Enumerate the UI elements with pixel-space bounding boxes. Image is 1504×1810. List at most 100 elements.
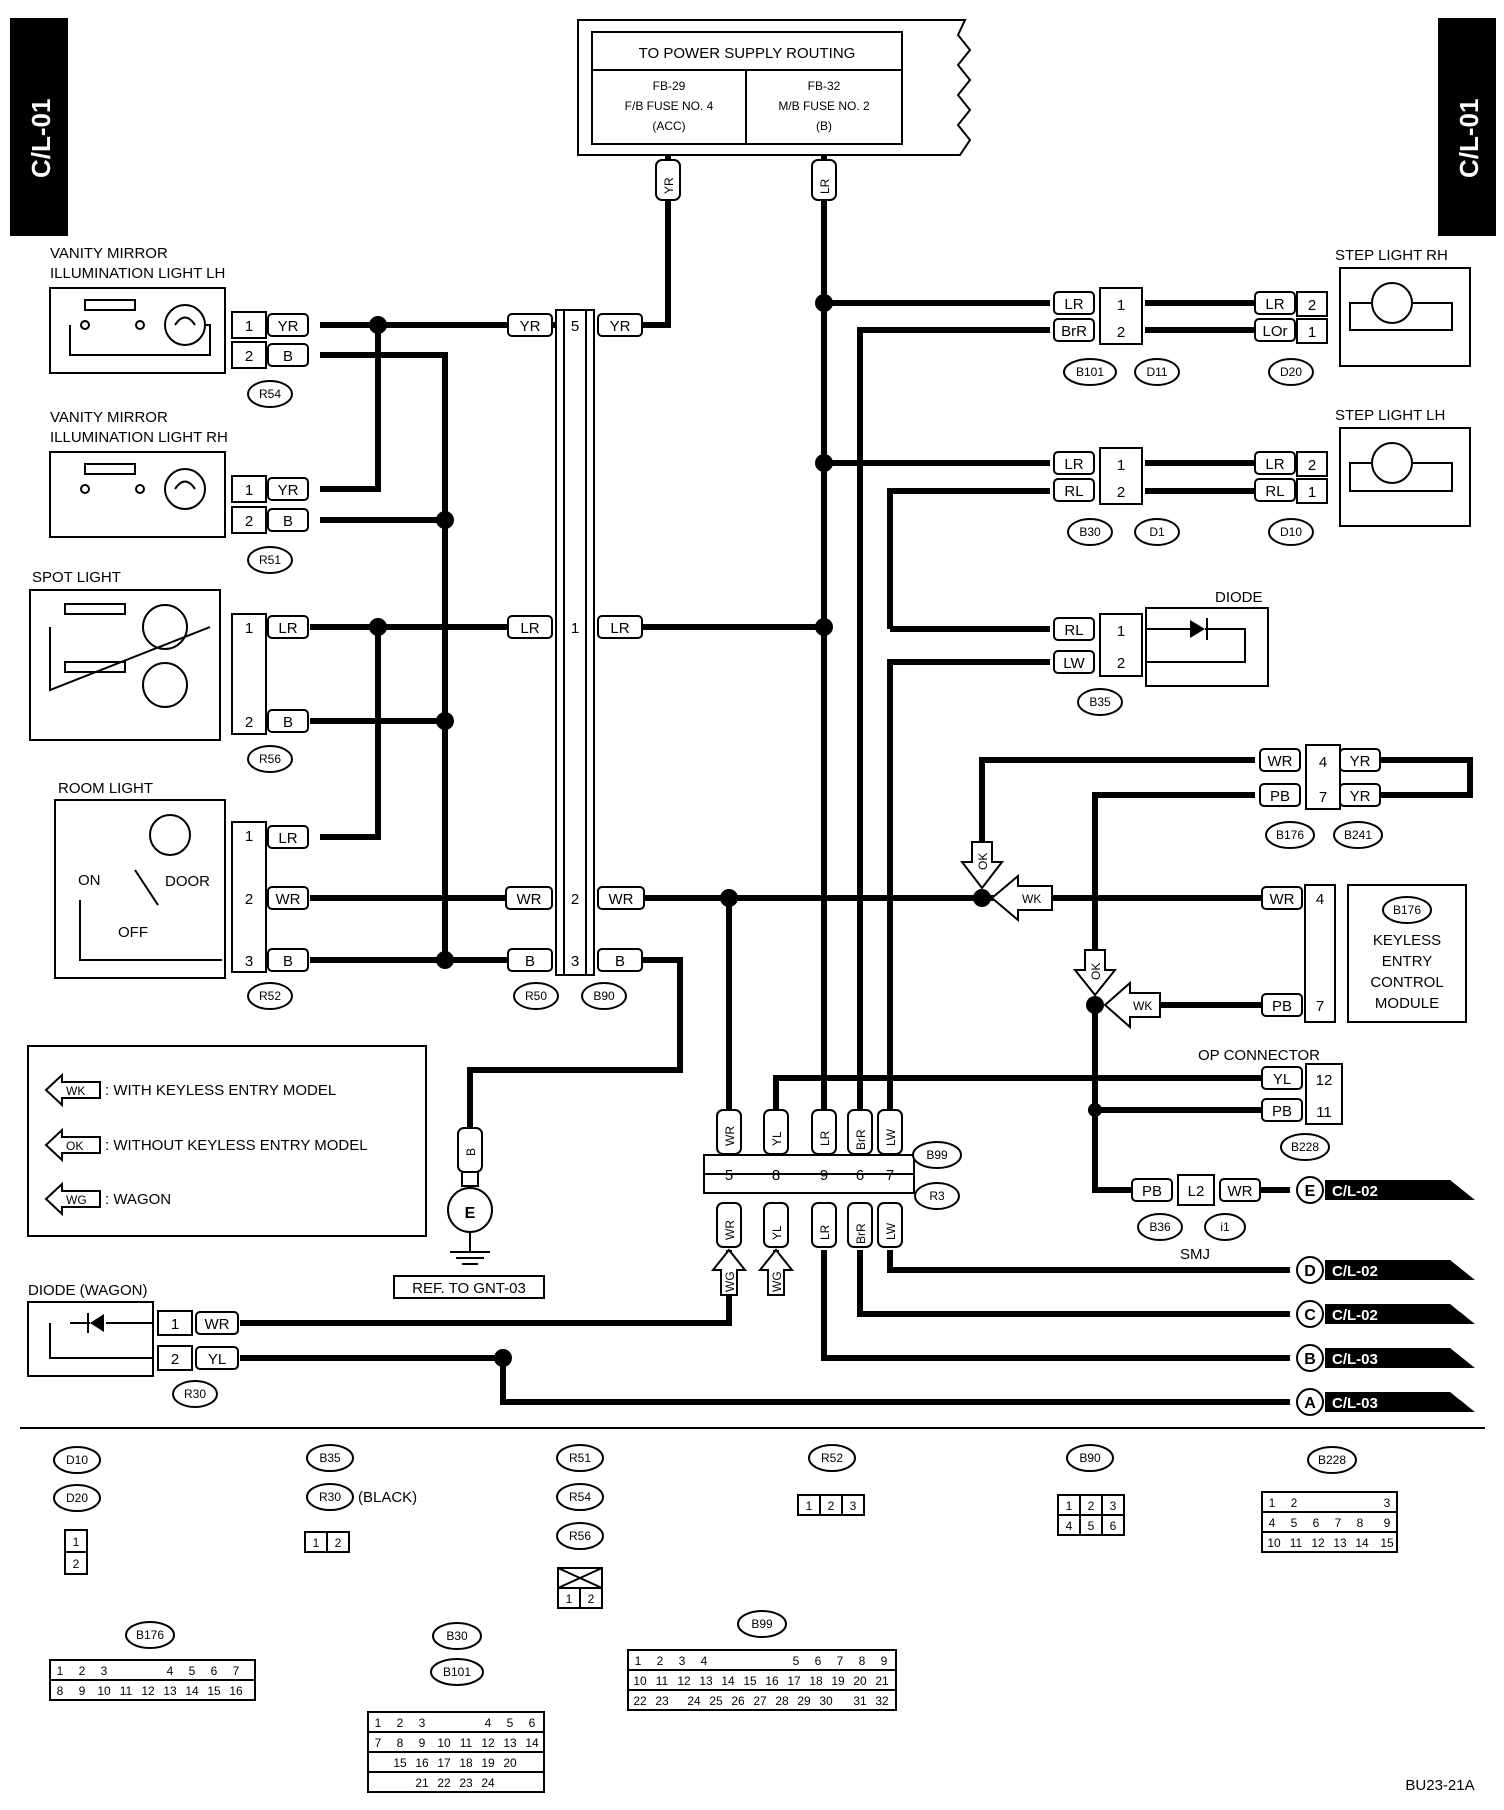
svg-text:OK: OK — [1089, 963, 1103, 980]
svg-text:C/L-01: C/L-01 — [1454, 99, 1484, 178]
svg-text:4: 4 — [1316, 891, 1324, 908]
svg-text:1: 1 — [1308, 324, 1316, 341]
svg-text:LW: LW — [884, 1128, 898, 1146]
power-title: TO POWER SUPPLY ROUTING — [639, 45, 856, 62]
svg-text:7: 7 — [837, 1654, 844, 1668]
svg-text:YR: YR — [1350, 753, 1371, 770]
svg-text:WR: WR — [276, 891, 301, 908]
svg-text:2: 2 — [171, 1351, 179, 1368]
svg-text:REF. TO GNT-03: REF. TO GNT-03 — [412, 1280, 526, 1297]
svg-text:LR: LR — [1265, 456, 1284, 473]
svg-text:3: 3 — [679, 1654, 686, 1668]
svg-text:F/B FUSE NO. 4: F/B FUSE NO. 4 — [625, 99, 714, 113]
svg-text:1: 1 — [1066, 1499, 1073, 1513]
svg-text:B176: B176 — [136, 1628, 164, 1642]
connector-r51: 1 2 — [231, 475, 267, 534]
svg-text:3: 3 — [850, 1499, 857, 1513]
svg-text:R3: R3 — [929, 1189, 945, 1203]
svg-text:1: 1 — [1117, 457, 1125, 474]
svg-text:(ACC): (ACC) — [652, 119, 685, 133]
svg-text:B90: B90 — [593, 989, 615, 1003]
svg-text:WR: WR — [517, 891, 542, 908]
svg-text:2: 2 — [1308, 457, 1316, 474]
svg-text:PB: PB — [1272, 998, 1292, 1015]
svg-text:24: 24 — [481, 1776, 495, 1790]
svg-text:10: 10 — [437, 1736, 451, 1750]
svg-text:5: 5 — [725, 1167, 733, 1184]
svg-text:B30: B30 — [1079, 525, 1101, 539]
svg-text:9: 9 — [79, 1684, 86, 1698]
svg-text:10: 10 — [97, 1684, 111, 1698]
svg-text:R56: R56 — [259, 752, 281, 766]
svg-text:14: 14 — [525, 1736, 539, 1750]
svg-text:1: 1 — [571, 620, 579, 637]
diode-wagon: DIODE (WAGON) 1 2 WR YL R30 — [27, 1282, 239, 1408]
svg-text:11: 11 — [656, 1674, 669, 1688]
svg-text:WR: WR — [723, 1126, 737, 1146]
svg-text:8: 8 — [397, 1736, 404, 1750]
svg-text:LR: LR — [610, 620, 629, 637]
svg-text:VANITY MIRROR: VANITY MIRROR — [50, 245, 168, 262]
svg-text:B101: B101 — [1076, 365, 1104, 379]
svg-text:1: 1 — [1269, 1496, 1276, 1510]
power-supply-box: TO POWER SUPPLY ROUTING FB-29 F/B FUSE N… — [577, 19, 972, 156]
svg-text:B: B — [1304, 1351, 1316, 1368]
offpage-d: D C/L-02 — [1296, 1256, 1475, 1284]
svg-text:13: 13 — [1333, 1536, 1347, 1550]
harness-vertical-tags: WR YL LR BrR LW WR YL LR BrR LW WG WG — [710, 1109, 903, 1296]
face-b90: B90 1 2 3 4 5 6 — [1057, 1444, 1125, 1536]
svg-text:19: 19 — [481, 1756, 495, 1770]
svg-text:R54: R54 — [569, 1490, 591, 1504]
svg-text:23: 23 — [655, 1694, 669, 1708]
svg-text:13: 13 — [503, 1736, 517, 1750]
svg-text:WK: WK — [1133, 999, 1152, 1013]
svg-text:LR: LR — [278, 620, 297, 637]
svg-text:20: 20 — [853, 1674, 867, 1688]
svg-text:1: 1 — [245, 620, 253, 637]
svg-text:10: 10 — [1267, 1536, 1281, 1550]
svg-text:C/L-03: C/L-03 — [1332, 1395, 1378, 1412]
connector-r52: 1 2 3 — [231, 821, 267, 973]
svg-text:L2: L2 — [1188, 1183, 1205, 1200]
connector-b99-r3: 5 8 9 6 7 B99 R3 — [703, 1141, 962, 1210]
svg-text:D10: D10 — [66, 1453, 88, 1467]
svg-text:YR: YR — [520, 318, 541, 335]
svg-text:D10: D10 — [1280, 525, 1302, 539]
connector-b90-pins: 5 1 2 3 — [571, 318, 579, 970]
svg-text:2: 2 — [1117, 484, 1125, 501]
svg-text:2: 2 — [73, 1557, 80, 1571]
svg-text:1: 1 — [171, 1316, 179, 1333]
svg-text:31: 31 — [853, 1694, 867, 1708]
connector-ids-left: R54 R51 R56 R52 R50 B90 — [247, 380, 627, 1010]
connector-r56: 1 2 — [231, 613, 267, 735]
svg-text:BrR: BrR — [1061, 323, 1087, 340]
svg-text:5: 5 — [571, 318, 579, 335]
svg-text:2: 2 — [245, 348, 253, 365]
svg-text:D: D — [1304, 1263, 1316, 1280]
svg-text:LR: LR — [818, 1224, 832, 1240]
svg-text:32: 32 — [875, 1694, 889, 1708]
svg-text:WR: WR — [723, 1220, 737, 1240]
svg-text:29: 29 — [797, 1694, 811, 1708]
svg-text:LW: LW — [1063, 655, 1085, 672]
svg-text:2: 2 — [397, 1716, 404, 1730]
smj-connector: PB L2 WR B36 i1 SMJ — [1131, 1174, 1261, 1263]
svg-text:4: 4 — [1066, 1519, 1073, 1533]
svg-text:A: A — [1304, 1395, 1316, 1412]
svg-text:VANITY MIRROR: VANITY MIRROR — [50, 409, 168, 426]
svg-text:(B): (B) — [816, 119, 832, 133]
svg-text:15: 15 — [207, 1684, 221, 1698]
ground-symbol: B E REF. TO GNT-03 — [393, 1127, 545, 1299]
svg-text:B101: B101 — [443, 1665, 471, 1679]
svg-text:D1: D1 — [1149, 525, 1165, 539]
svg-text:2: 2 — [245, 891, 253, 908]
svg-text:D11: D11 — [1146, 365, 1167, 379]
svg-text:E: E — [1305, 1183, 1316, 1200]
svg-text:2: 2 — [1117, 655, 1125, 672]
svg-text:YL: YL — [770, 1225, 784, 1240]
svg-text:OK: OK — [976, 853, 990, 870]
connector-b176-b241: WR PB 4 7 YR YR B176 B241 — [1259, 744, 1383, 849]
